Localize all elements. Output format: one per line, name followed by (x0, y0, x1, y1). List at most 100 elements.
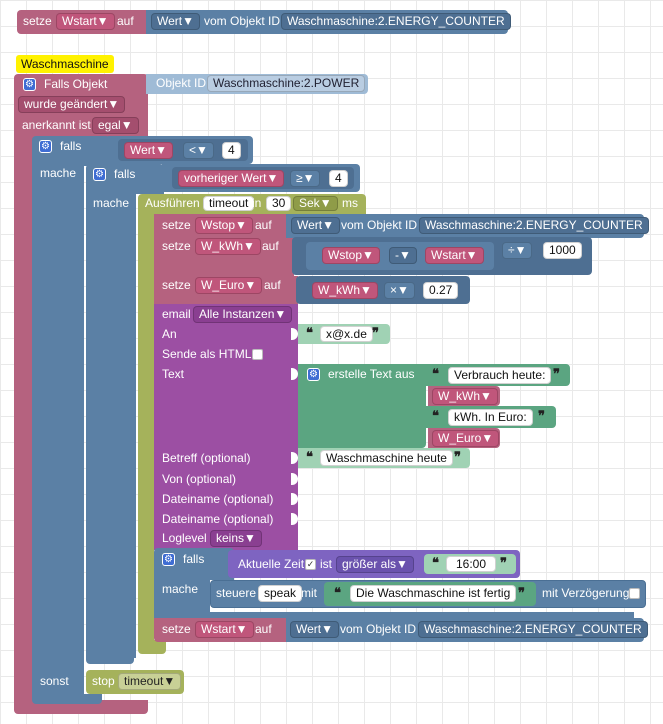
falls-objekt-label: Falls Objekt (44, 77, 108, 91)
multiply-value: × (390, 283, 398, 297)
speak-text-field[interactable]: Die Waschmaschine ist fertig (350, 585, 517, 602)
stop-var-value: timeout (124, 674, 164, 688)
timeout-name-field[interactable]: timeout (203, 196, 255, 211)
an-value[interactable]: x@x.de (320, 326, 373, 342)
falls-label: falls (183, 552, 205, 566)
object-id-field[interactable]: Waschmaschine:2.ENERGY_COUNTER (418, 621, 648, 638)
v1-value: W_kWh (438, 389, 480, 403)
wurde-dropdown[interactable]: wurde geändert▼ (18, 96, 126, 113)
number-field[interactable]: 4 (222, 142, 241, 159)
if3-side (154, 578, 210, 618)
vom-objekt-label: vom Objekt ID (340, 622, 417, 636)
text-2-field[interactable]: kWh. In Euro: (448, 409, 533, 426)
minus-dropdown[interactable]: -▼ (389, 247, 417, 264)
mache-label: mache (162, 582, 199, 596)
text-1-field[interactable]: Verbrauch heute: (448, 367, 552, 384)
delay-field[interactable]: 30 (266, 196, 292, 211)
var-dropdown[interactable]: W_Euro▼ (195, 277, 263, 294)
wstop-dropdown[interactable]: Wstop▼ (322, 247, 380, 264)
email-block[interactable] (154, 304, 298, 550)
wert-value: Wert (130, 143, 156, 157)
delay-checkbox[interactable] (629, 588, 640, 599)
auf-label: auf (117, 14, 134, 28)
auf-label: auf (255, 622, 272, 636)
wstart-value: Wstart (431, 248, 466, 262)
operator-dropdown[interactable]: <▼ (183, 142, 214, 159)
an-socket (291, 328, 298, 340)
gear-icon[interactable]: ⚙ (23, 78, 36, 91)
in-label: in (252, 196, 262, 210)
setze-label: setze (162, 218, 191, 232)
wert-dropdown[interactable]: Wert▼ (124, 142, 174, 159)
instance-value: Alle Instanzen (199, 307, 275, 321)
loglevel-dropdown[interactable]: keins▼ (210, 530, 262, 547)
wstart-dropdown[interactable]: Wstart▼ (425, 247, 484, 264)
gear-icon[interactable]: ⚙ (39, 140, 52, 153)
close-quote-icon: ❞ (553, 366, 560, 381)
gear-icon[interactable]: ⚙ (93, 168, 106, 181)
open-quote-icon: ❝ (306, 325, 313, 340)
verzoegerung-label: mit Verzögerung (542, 586, 630, 600)
vom-objekt-label: vom Objekt ID (341, 218, 418, 232)
anerkannt-value: egal (98, 118, 121, 132)
value-type-dropdown[interactable]: Wert▼ (290, 621, 340, 638)
number-field[interactable]: 0.27 (423, 282, 459, 299)
instance-dropdown[interactable]: Alle Instanzen▼ (193, 306, 293, 323)
mit-label: mit (301, 586, 317, 600)
var-dropdown[interactable]: Wstart▼ (56, 13, 115, 30)
timeout-bottom (138, 640, 166, 654)
zeit-checkbox[interactable]: ✓ (305, 559, 316, 570)
prev-wert-dropdown[interactable]: vorheriger Wert▼ (178, 170, 285, 187)
betreff-label: Betreff (optional) (162, 451, 251, 465)
divide-dropdown[interactable]: ÷▼ (502, 242, 533, 259)
var-name: Wstart (201, 622, 236, 636)
gear-icon[interactable]: ⚙ (162, 553, 175, 566)
open-quote-icon: ❝ (432, 555, 439, 570)
var-name: Wstop (201, 218, 236, 232)
time-value[interactable]: 16:00 (446, 556, 496, 572)
compare-value: größer als (342, 557, 397, 571)
timeout-side (138, 212, 154, 646)
unit-value: Sek (299, 196, 320, 210)
an-label: An (162, 327, 177, 341)
trigger-header[interactable]: Waschmaschine (16, 55, 114, 73)
wkwh-dropdown[interactable]: W_kWh▼ (312, 282, 378, 299)
unit-dropdown[interactable]: Sek▼ (293, 196, 338, 211)
object-id-field[interactable]: Waschmaschine:2.ENERGY_COUNTER (419, 217, 649, 234)
mache-label: mache (40, 166, 77, 180)
close-quote-icon: ❞ (518, 585, 525, 600)
timeout-var-dropdown[interactable]: timeout▼ (118, 673, 182, 690)
power-object-id[interactable]: Waschmaschine:2.POWER (207, 75, 366, 92)
betreff-value[interactable]: Waschmaschine heute (320, 450, 453, 466)
minus-value: - (395, 248, 399, 262)
compare-dropdown[interactable]: größer als▼ (336, 556, 414, 573)
var-dropdown[interactable]: Wstart▼ (195, 621, 254, 638)
op-value: ≥ (296, 171, 303, 185)
value-type-dropdown[interactable]: Wert▼ (291, 217, 341, 234)
erstelle-label: erstelle Text aus (328, 367, 415, 381)
vom-objekt-label: vom Objekt ID (204, 14, 281, 28)
var-dropdown[interactable]: Wstop▼ (195, 217, 253, 234)
trigger-block-side (14, 138, 32, 710)
von-label: Von (optional) (162, 472, 237, 486)
var-dropdown[interactable]: W_kWh▼ (195, 238, 261, 255)
device-field[interactable]: speak (258, 585, 303, 602)
weuro-var-dropdown[interactable]: W_Euro▼ (432, 430, 500, 447)
auf-label: auf (264, 278, 281, 292)
html-checkbox[interactable] (252, 349, 263, 360)
gear-icon[interactable]: ⚙ (307, 368, 320, 381)
text-label: Text (162, 367, 185, 381)
wkwh-var-dropdown[interactable]: W_kWh▼ (432, 388, 498, 405)
number-field[interactable]: 1000 (543, 242, 582, 259)
number-field[interactable]: 4 (329, 170, 348, 187)
datei1-socket (291, 493, 298, 505)
object-id-field[interactable]: Waschmaschine:2.ENERGY_COUNTER (281, 13, 511, 30)
anerkannt-dropdown[interactable]: egal▼ (92, 117, 139, 134)
multiply-dropdown[interactable]: ×▼ (384, 282, 415, 299)
value-type-dropdown[interactable]: Wert▼ (151, 13, 201, 30)
setze-label: setze (162, 278, 191, 292)
ausfuehren-label: Ausführen (145, 196, 200, 210)
operator-dropdown[interactable]: ≥▼ (290, 170, 321, 187)
betreff-socket (291, 452, 298, 464)
if2-bottom (86, 652, 134, 664)
